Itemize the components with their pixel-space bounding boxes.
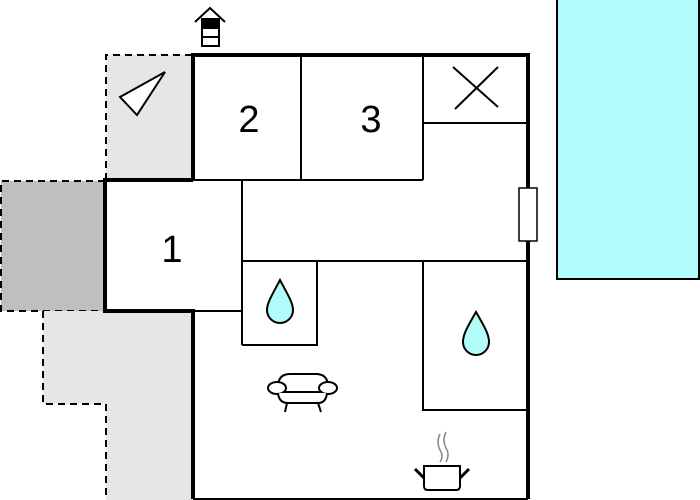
sofa-icon: [267, 373, 338, 413]
room-label-2: 2: [238, 99, 259, 141]
exterior-walls: [103, 53, 530, 499]
room-label-1: 1: [161, 229, 182, 271]
interior-walls: [193, 55, 528, 500]
cooking-pot-icon: [413, 431, 471, 491]
closed-room-x-icon: [452, 66, 499, 110]
entrance-arrow-icon: [194, 6, 226, 47]
parasol-icon: [118, 71, 166, 117]
swimming-pool: [556, 0, 700, 280]
terrace-covered: [0, 180, 105, 312]
terrace-top: [105, 54, 193, 180]
terrace-bottom: [42, 311, 193, 500]
room-label-3: 3: [360, 99, 381, 141]
water-drop-icon: [461, 309, 491, 356]
water-drop-icon: [265, 277, 295, 324]
window-icon: [518, 187, 538, 242]
